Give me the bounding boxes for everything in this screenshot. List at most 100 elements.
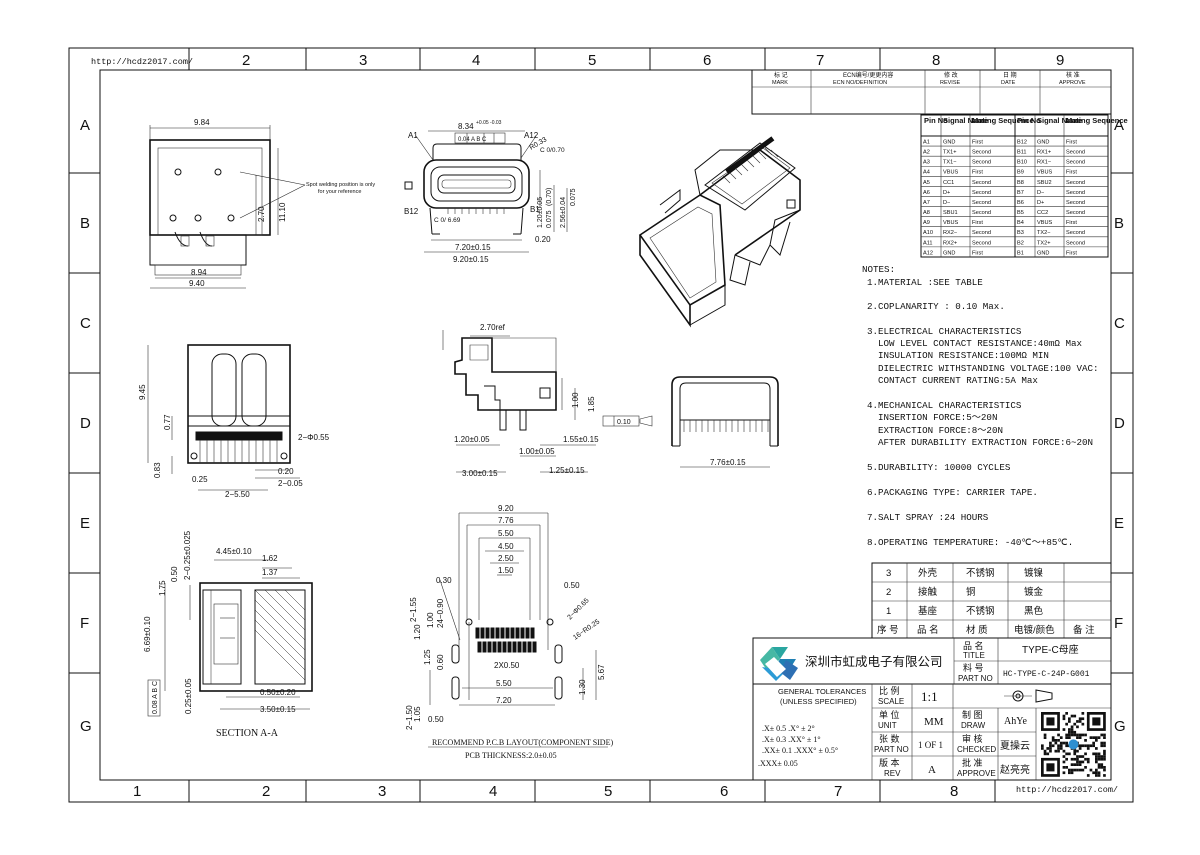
pin-cell: B9 bbox=[1017, 170, 1024, 176]
dim-sec-025: 0.25±0.05 bbox=[184, 678, 193, 714]
dim-side-2305: 2−0.05 bbox=[278, 479, 303, 488]
pin-cell: RX2− bbox=[943, 230, 957, 236]
mat-header: 电镀/颜色 bbox=[1014, 624, 1055, 636]
pin-cell: RX2+ bbox=[943, 240, 957, 246]
pin-cell: B3 bbox=[1017, 230, 1024, 236]
pin-cell: Second bbox=[1066, 230, 1085, 236]
draw-en: DRAW bbox=[961, 721, 986, 730]
spot-weld-note: for your reference bbox=[318, 189, 361, 195]
pin-cell: First bbox=[972, 170, 983, 176]
pcb-pad bbox=[532, 641, 537, 653]
material-cell: 接触 bbox=[918, 586, 938, 598]
pin-th: Pin No bbox=[924, 116, 948, 125]
dim-pcb-250: 2.50 bbox=[498, 554, 514, 563]
dim-sec-350: 3.50±0.15 bbox=[260, 705, 296, 714]
sheet-value: 1 OF 1 bbox=[918, 740, 943, 750]
material-cell: 镀金 bbox=[1024, 586, 1044, 598]
dim-pcb-550: 5.50 bbox=[498, 529, 514, 538]
label-a1: A1 bbox=[408, 131, 418, 140]
pin-cell: TX2− bbox=[1037, 230, 1051, 236]
dim-pcb-060: 0.60 bbox=[436, 654, 445, 670]
projection-symbol bbox=[1004, 689, 1053, 703]
row-left-label: E bbox=[80, 515, 90, 532]
sheet-cn: 张 数 bbox=[879, 733, 900, 744]
dim-pcb-450: 4.50 bbox=[498, 542, 514, 551]
col-top-label: 3 bbox=[359, 52, 367, 69]
rev-header-cn: 标 记 bbox=[774, 71, 788, 79]
pcb-pad bbox=[492, 641, 497, 653]
col-bottom-label: 2 bbox=[262, 783, 270, 800]
rev-header-en: APPROVE bbox=[1059, 80, 1086, 86]
note-line: INSULATION RESISTANCE:100MΩ MIN bbox=[878, 350, 1049, 361]
note-line: 5.DURABILITY: 10000 CYCLES bbox=[867, 462, 1011, 473]
unit-value: MM bbox=[924, 716, 944, 728]
rev-header-en: REVISE bbox=[940, 80, 961, 86]
pin-cell: Second bbox=[972, 240, 991, 246]
mat-header: 材 质 bbox=[966, 624, 988, 636]
dim-side-077: 0.77 bbox=[163, 414, 172, 430]
pin-cell: Second bbox=[1066, 150, 1085, 156]
note-line: 6.PACKAGING TYPE: CARRIER TAPE. bbox=[867, 487, 1038, 498]
pin-cell: Second bbox=[1066, 240, 1085, 246]
rev-header-en: DATE bbox=[1001, 80, 1016, 86]
dim-top-h2: 11.10 bbox=[278, 202, 287, 222]
note-line: 8.OPERATING TEMPERATURE: -40℃～+85℃. bbox=[867, 537, 1073, 548]
pin-cell: A12 bbox=[923, 250, 933, 256]
column-labels-bottom: 1 2 3 4 5 6 7 8 bbox=[133, 783, 958, 800]
pcb-pad bbox=[497, 641, 502, 653]
dim-sec-669: 6.69±0.10 bbox=[143, 616, 152, 652]
pin-cell: RX1− bbox=[1037, 160, 1051, 166]
mat-header: 序 号 bbox=[877, 624, 899, 636]
material-cell: 不锈钢 bbox=[966, 567, 995, 579]
dim-front-tol: +0.05 -0.03 bbox=[476, 120, 502, 126]
qr-logo bbox=[1068, 739, 1079, 750]
pin-cell: RX1+ bbox=[1037, 150, 1051, 156]
material-cell: 不锈钢 bbox=[966, 605, 995, 617]
row-right-label: C bbox=[1114, 315, 1125, 332]
url-top: http://hcdz2017.com/ bbox=[91, 57, 193, 67]
dim-pcb-2490: 24−0.90 bbox=[436, 598, 445, 628]
row-labels-left: A B C D E F G bbox=[80, 117, 92, 735]
dim-sec-050: 0.50 bbox=[170, 566, 179, 582]
inner-border bbox=[99, 69, 1112, 781]
pcb-pad bbox=[505, 627, 510, 639]
dim-side-945: 9.45 bbox=[138, 384, 147, 400]
pin-cell: B4 bbox=[1017, 220, 1024, 226]
label-a12: A12 bbox=[524, 131, 539, 140]
pin-cell: CC2 bbox=[1037, 210, 1048, 216]
dim-sec-175: 1.75 bbox=[158, 580, 167, 596]
pin-cell: First bbox=[1066, 250, 1077, 256]
pin-cell: GND bbox=[1037, 250, 1049, 256]
pin-cell: A9 bbox=[923, 220, 930, 226]
unit-cn: 单 位 bbox=[879, 709, 900, 720]
pin-cell: A11 bbox=[923, 240, 933, 246]
pcb-pad bbox=[477, 641, 482, 653]
dim-front-c: C 0/0.70 bbox=[540, 147, 565, 154]
note-line: 3.ELECTRICAL CHARACTERISTICS bbox=[867, 326, 1022, 337]
pin-th: Pin No bbox=[1017, 116, 1041, 125]
pin-table: Pin No Signal Name Mating Sequence Pin N… bbox=[920, 114, 1128, 258]
dim-pcb-2x050: 2X0.50 bbox=[494, 661, 520, 670]
pin-cell: Second bbox=[1066, 190, 1085, 196]
spot-weld-note: Spot welding position is only bbox=[306, 182, 375, 188]
note-line: INSERTION FORCE:5～20N bbox=[878, 412, 997, 423]
material-cell: 外壳 bbox=[918, 567, 938, 579]
url-bottom: http://hcdz2017.com/ bbox=[1016, 785, 1118, 795]
pin-th: Mating Sequence bbox=[1066, 116, 1128, 125]
dim-mid-125: 1.25±0.15 bbox=[549, 466, 585, 475]
dim-sec-2025: 2−0.25±0.025 bbox=[183, 530, 192, 580]
note-line: LOW LEVEL CONTACT RESISTANCE:40mΩ Max bbox=[878, 338, 1082, 349]
dim-front-720: 7.20±0.15 bbox=[455, 243, 491, 252]
notes-block: NOTES: 1.MATERIAL :SEE TABLE 2.COPLANARI… bbox=[862, 264, 1099, 548]
row-right-label: D bbox=[1114, 415, 1125, 432]
check-cn: 审 核 bbox=[962, 733, 983, 744]
pin-cell: TX1+ bbox=[943, 150, 957, 156]
pin-cell: B6 bbox=[1017, 200, 1024, 206]
dim-pcb-720: 7.20 bbox=[496, 696, 512, 705]
pcb-pad bbox=[527, 641, 532, 653]
part-label-cn: 料 号 bbox=[963, 662, 984, 673]
pin-cell: GND bbox=[1037, 139, 1049, 145]
